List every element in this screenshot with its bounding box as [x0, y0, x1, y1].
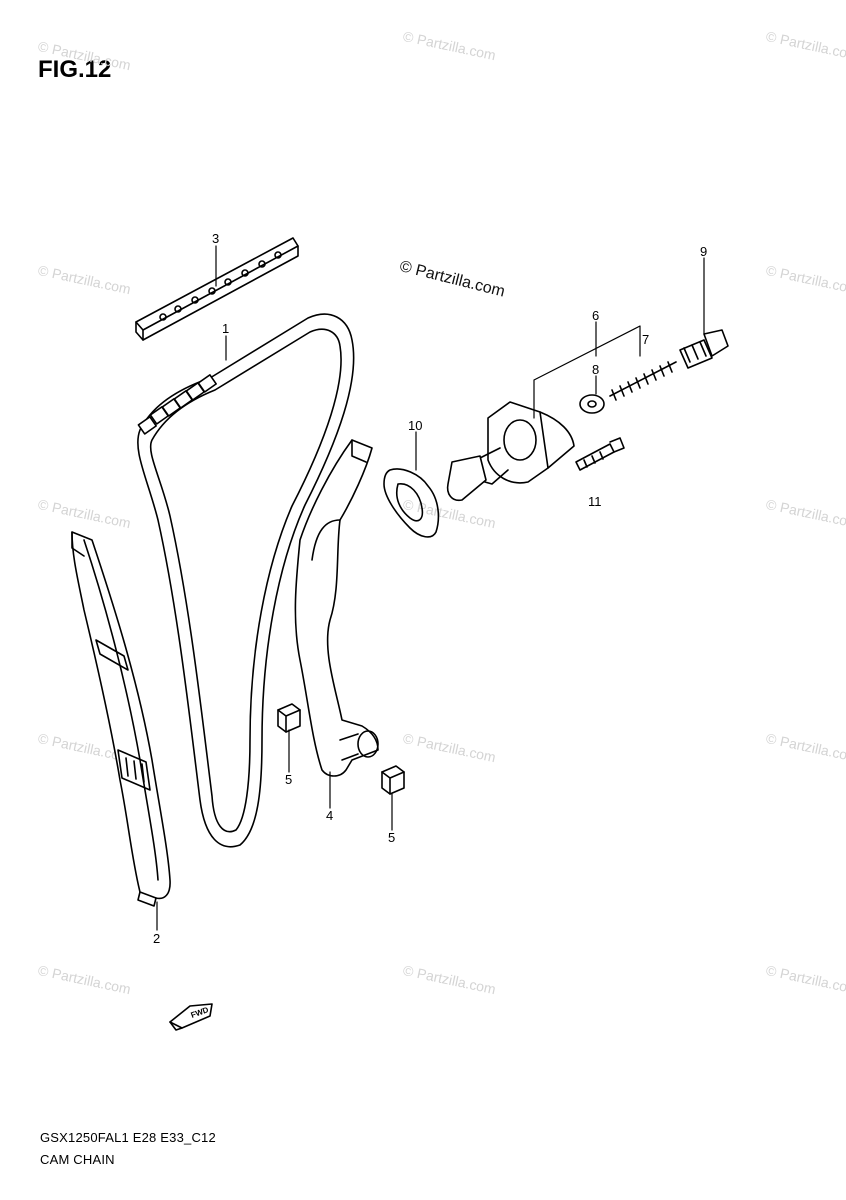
- model-code: GSX1250FAL1 E28 E33_C12: [40, 1130, 216, 1145]
- callout-1: 1: [222, 321, 229, 336]
- callout-3: 3: [212, 231, 219, 246]
- cam-chain[interactable]: [137, 313, 355, 848]
- callout-6: 6: [592, 308, 599, 323]
- callout-9: 9: [700, 244, 707, 259]
- callout-11: 11: [588, 494, 602, 509]
- cam-chain-tensioner-arm[interactable]: [294, 439, 379, 777]
- tensioner-gasket[interactable]: [383, 468, 440, 538]
- callout-2: 2: [153, 931, 160, 946]
- callout-4: 4: [326, 808, 333, 823]
- callout-5a: 5: [285, 772, 292, 787]
- cushion-lower[interactable]: [381, 765, 405, 795]
- assembly-name: CAM CHAIN: [40, 1152, 115, 1167]
- cushion-upper[interactable]: [277, 703, 301, 733]
- callout-labels: 1 2 3 4 5 5 6 7 8 9 10 11 FWD: [153, 231, 707, 1020]
- tensioner-adjuster-assembly[interactable]: [446, 401, 575, 502]
- cam-chain-guide-top[interactable]: [135, 237, 299, 341]
- washer[interactable]: [579, 394, 605, 414]
- tensioner-plug-bolt[interactable]: [679, 329, 729, 369]
- callout-5b: 5: [388, 830, 395, 845]
- callout-10: 10: [408, 418, 422, 433]
- callout-8: 8: [592, 362, 599, 377]
- callout-7: 7: [642, 332, 649, 347]
- forward-arrow-icon: [169, 1003, 213, 1031]
- tensioner-spring[interactable]: [609, 361, 677, 401]
- tensioner-bolt[interactable]: [575, 437, 625, 471]
- figure-title: FIG.12: [38, 56, 112, 83]
- cam-chain-guide-rear[interactable]: [71, 531, 171, 907]
- leader-lines: [156, 245, 705, 931]
